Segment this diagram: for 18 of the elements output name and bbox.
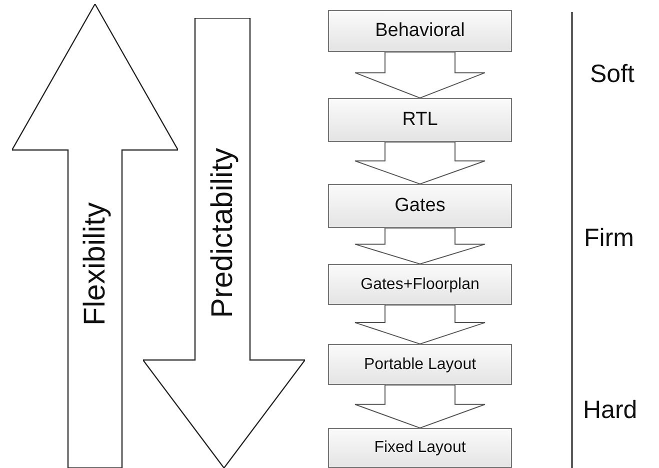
stage-box: Behavioral — [328, 10, 512, 52]
category-label: Soft — [590, 60, 634, 89]
axis-text: Flexibility — [78, 202, 112, 326]
axis-text: Predictability — [206, 148, 240, 318]
stage-box: Portable Layout — [328, 344, 512, 385]
stage-box: Gates — [328, 184, 512, 228]
block-arrow — [354, 52, 486, 99]
block-arrow — [354, 384, 486, 429]
block-arrow — [354, 228, 486, 265]
stage-box: Gates+Floorplan — [328, 264, 512, 305]
block-arrow — [354, 304, 486, 345]
category-label: Hard — [583, 396, 638, 425]
direction-indicator — [12, 4, 178, 468]
stage-box: Fixed Layout — [328, 428, 512, 468]
stage-box: RTL — [328, 98, 512, 142]
category-label: Firm — [584, 224, 634, 253]
block-arrow — [354, 142, 486, 185]
direction-indicator — [143, 18, 305, 468]
